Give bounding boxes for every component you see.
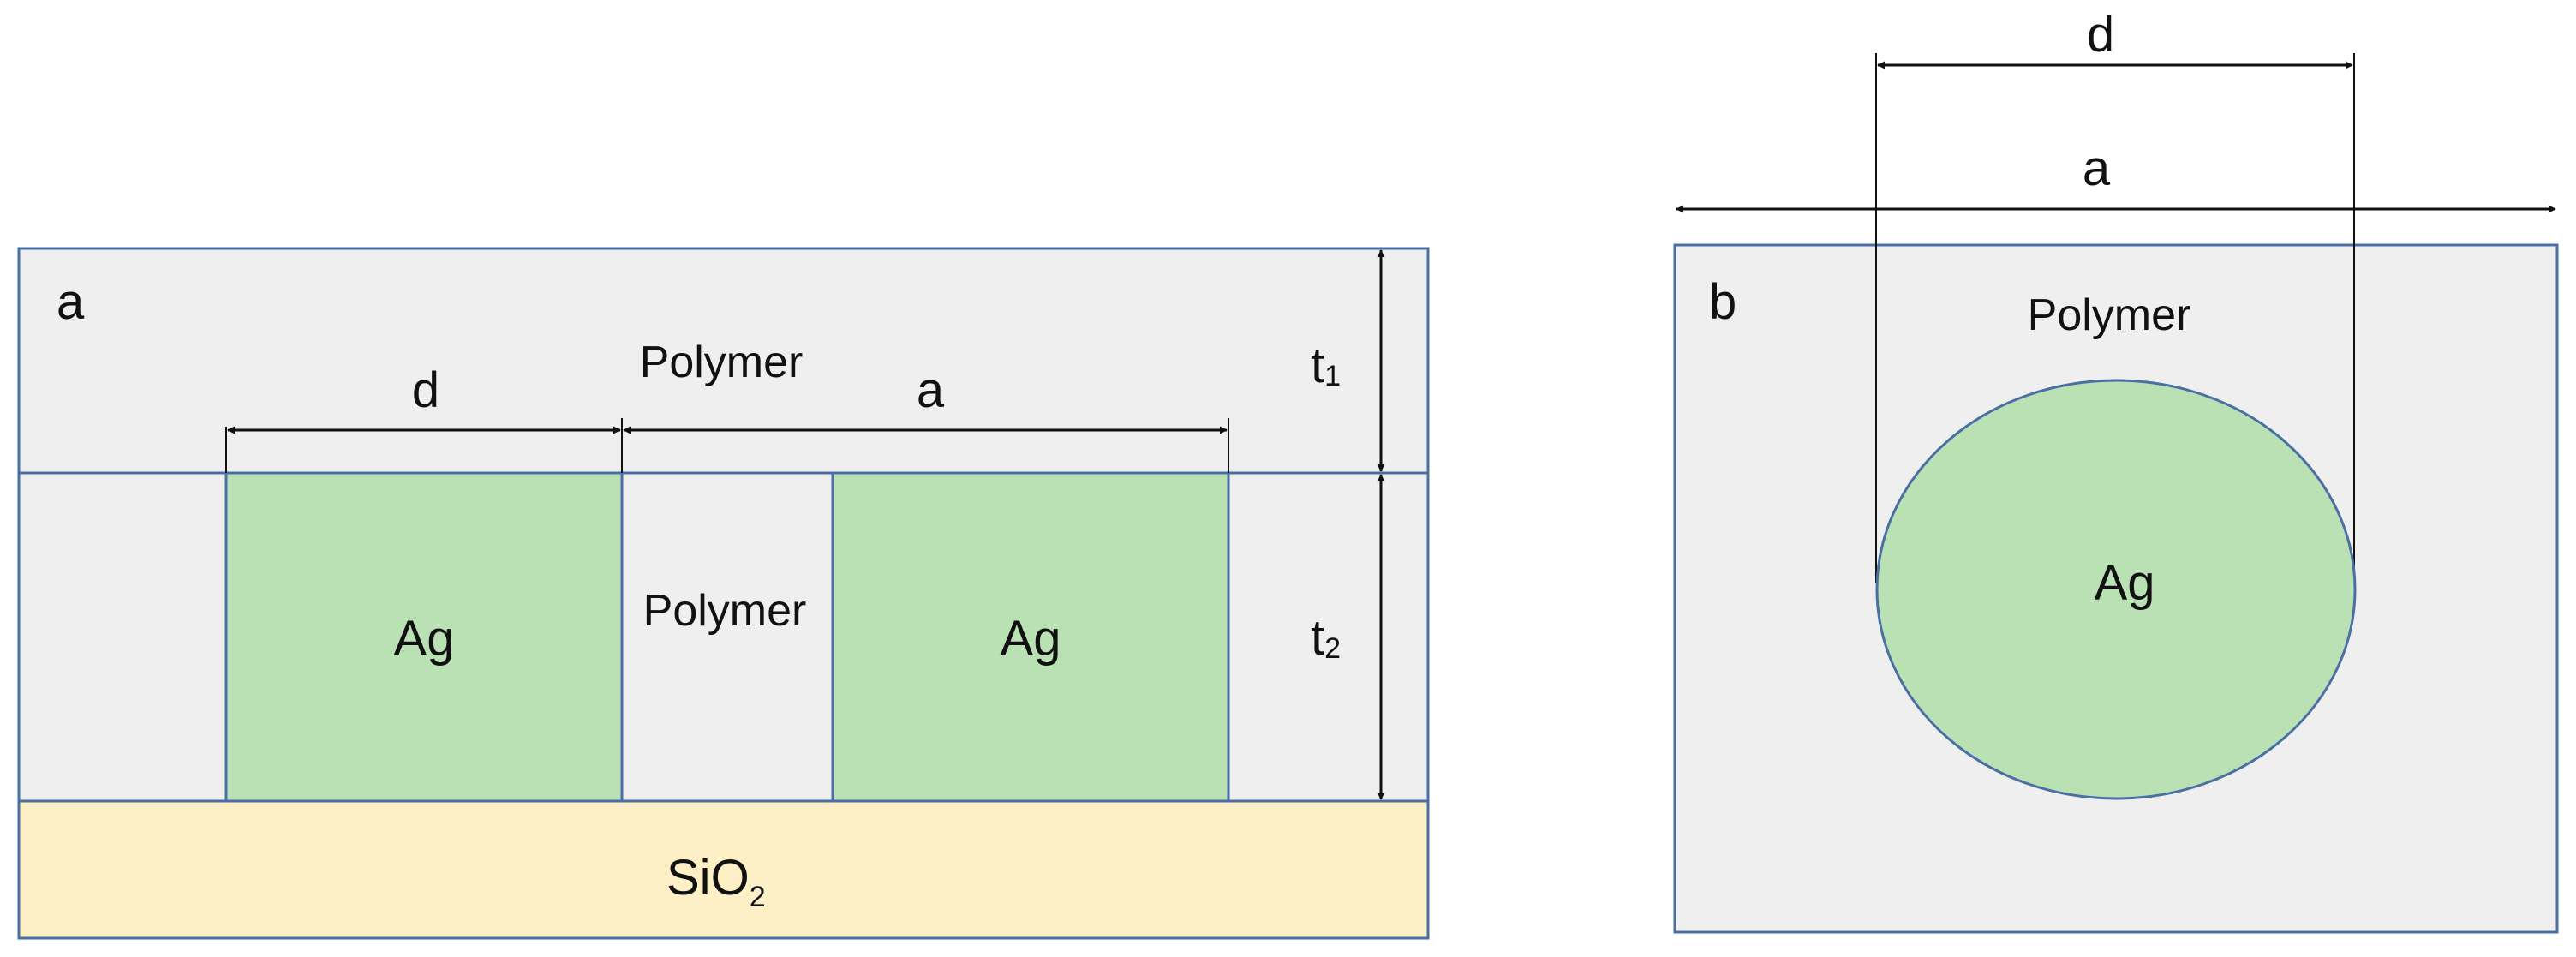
panel-a-silver-right-label: Ag [1001, 611, 1061, 667]
panel-a-dimension-t2-label: t2 [1311, 610, 1341, 666]
panel-b-dimension-a-label: a [2083, 141, 2111, 196]
panel-a-dimension-t1-label: t1 [1311, 338, 1341, 393]
panel-b: b Polymer Ag d a [1673, 7, 2559, 934]
panel-b-dimension-d-label: d [2087, 7, 2114, 63]
panel-a-top-polymer-layer [17, 247, 1430, 475]
panel-a-silver-particle-right [831, 471, 1230, 803]
panel-a-top-polymer-label: Polymer [640, 338, 804, 387]
substrate-main: SiO [666, 850, 750, 906]
panel-b-silver-particle [1875, 379, 2357, 800]
panel-a-dimension-a-label: a [917, 362, 945, 418]
t1-main: t [1311, 338, 1324, 393]
substrate-subscript: 2 [750, 881, 766, 913]
t2-subscript: 2 [1324, 632, 1341, 665]
panel-a-silver-left-label: Ag [394, 611, 455, 667]
panel-a-middle-polymer-label: Polymer [643, 586, 807, 636]
panel-a: a Polymer Polymer Ag Ag d a t1 t2 SiO2 [17, 247, 1430, 940]
panel-b-label: b [1709, 274, 1736, 330]
t1-subscript: 1 [1324, 360, 1341, 392]
panel-a-dimension-d-label: d [412, 362, 439, 418]
panel-b-polymer-label: Polymer [2028, 290, 2191, 340]
panel-a-substrate-layer [17, 799, 1430, 940]
panel-b-silver-label: Ag [2095, 555, 2155, 611]
panel-a-substrate-label: SiO2 [666, 850, 766, 913]
panel-a-silver-particle-left [224, 471, 624, 803]
t2-main: t [1311, 610, 1324, 666]
panel-a-label: a [57, 274, 85, 330]
